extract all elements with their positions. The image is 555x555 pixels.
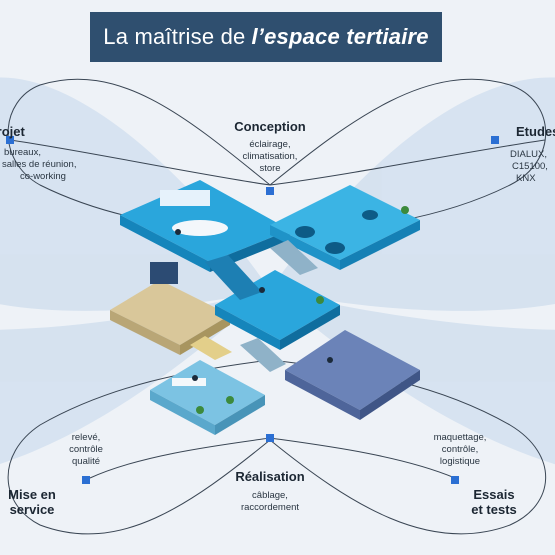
label-etudes: Etudes DIALUX, C15100, KNX — [496, 124, 555, 185]
reception-floor — [110, 280, 230, 345]
etudes-desc-1: DIALUX, — [510, 149, 547, 160]
lounge-floor — [270, 185, 420, 260]
projet-desc-2: salles de réunion, — [2, 159, 77, 171]
title-banner: La maîtrise de l’espace tertiaire — [90, 12, 442, 62]
open-space-floor — [285, 330, 420, 410]
etudes-desc-2: C15100, — [512, 161, 548, 173]
escalator-lower — [240, 338, 286, 372]
projet-desc-3: co-working — [20, 171, 66, 183]
etudes-desc-3: KNX — [516, 173, 536, 185]
realisation-title: Réalisation — [235, 469, 305, 484]
realisation-desc-2: raccordement — [240, 502, 300, 514]
conception-desc-3: store — [259, 163, 281, 175]
conception-desc-2: climatisation, — [242, 151, 298, 163]
projet-desc-1: bureaux, — [4, 147, 41, 158]
mise-desc-1: relevé, — [71, 432, 101, 443]
stairs-lower — [190, 336, 232, 360]
escalator-right — [270, 240, 318, 275]
essais-title-1: Essais — [473, 487, 515, 502]
escalator-left — [205, 255, 262, 300]
etudes-title: Etudes — [516, 124, 555, 139]
node-etudes — [491, 136, 499, 144]
node-mise-en-service — [82, 476, 90, 484]
mise-title-2: service — [9, 502, 55, 517]
conception-desc-1: éclairage, — [249, 139, 291, 150]
label-mise: Mise en service — [0, 487, 64, 517]
front-desk-floor — [150, 360, 265, 425]
conception-title: Conception — [234, 119, 306, 134]
essais-desc-1: maquettage, — [433, 432, 487, 443]
label-projet: Projet bureaux, salles de réunion, co-wo… — [0, 124, 98, 183]
projet-title: Projet — [0, 124, 25, 139]
essais-desc-2: contrôle, — [441, 444, 479, 456]
mise-desc-2: contrôle — [69, 444, 103, 456]
mise-title-1: Mise en — [8, 487, 56, 502]
label-realisation: Réalisation câblage, raccordement — [220, 469, 320, 514]
essais-desc-3: logistique — [439, 456, 481, 468]
node-essais — [451, 476, 459, 484]
office-isometric-illustration — [110, 180, 420, 435]
realisation-desc-1: câblage, — [252, 490, 288, 501]
title-part1: La maîtrise de — [103, 24, 246, 49]
node-realisation — [266, 434, 274, 442]
essais-title-2: et tests — [471, 502, 517, 517]
node-conception — [266, 187, 274, 195]
mise-desc-3: qualité — [72, 456, 100, 468]
title-part2: l’espace tertiaire — [251, 24, 429, 49]
label-mise-desc: relevé, contrôle qualité — [56, 432, 116, 468]
label-essais: Essais et tests — [462, 487, 526, 517]
node-projet — [6, 136, 14, 144]
label-conception: Conception éclairage, climatisation, sto… — [220, 119, 320, 175]
label-essais-desc: maquettage, contrôle, logistique — [420, 432, 500, 468]
